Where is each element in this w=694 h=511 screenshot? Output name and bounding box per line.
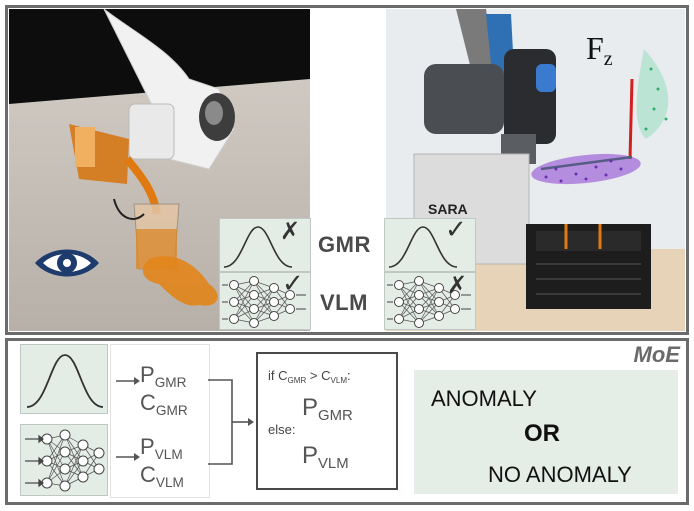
rule-condition: if CGMR > CVLM: [268,368,351,385]
outputs-column [110,344,210,498]
right-vlm-mini-panel: ✗ [384,271,476,330]
bell-curve-icon [388,226,458,268]
neural-network-icon [25,429,105,492]
c-vlm-output: CVLM [140,462,184,490]
gating-rule-box: if CGMR > CVLM: PGMR else: PVLM [256,352,398,490]
bell-curve-icon [26,354,104,408]
anomaly-result-box: ANOMALY OR NO ANOMALY [414,370,678,494]
result-anomaly: ANOMALY [431,386,537,411]
p-gmr-output: PGMR [140,362,187,390]
sara-plate-text: SARA [428,201,468,217]
force-label: Fz [586,30,613,70]
result-no-anomaly: NO ANOMALY [488,462,632,487]
input-arrows [116,377,140,461]
eye-icon [33,243,101,283]
p-vlm-output: PVLM [140,434,183,462]
gmr-label: GMR [318,232,371,257]
top-panel-frame [5,5,689,335]
cross-icon: ✗ [447,271,468,299]
check-icon: ✓ [282,269,304,299]
neural-network-icon [222,276,306,328]
rule-else: else: [268,422,296,437]
vlm-model-panel [20,424,108,496]
merge-connector [208,379,254,465]
cross-icon: ✗ [280,217,301,245]
moe-label: MoE [633,342,680,367]
bottom-panel-frame [5,338,689,505]
check-icon: ✓ [445,215,467,245]
rule-then: PGMR [302,394,353,425]
left-vlm-mini-panel: ✓ [219,269,311,330]
result-or: OR [524,420,560,447]
rule-else-output: PVLM [302,442,349,473]
right-gmr-mini-panel: ✓ [384,215,476,272]
left-gmr-mini-panel: ✗ [219,217,311,272]
bell-curve-icon [223,226,293,268]
gmr-model-panel [20,344,108,414]
force-plot [531,49,669,185]
c-gmr-output: CGMR [140,390,188,418]
neural-network-icon [387,276,471,328]
vlm-label: VLM [320,290,368,315]
